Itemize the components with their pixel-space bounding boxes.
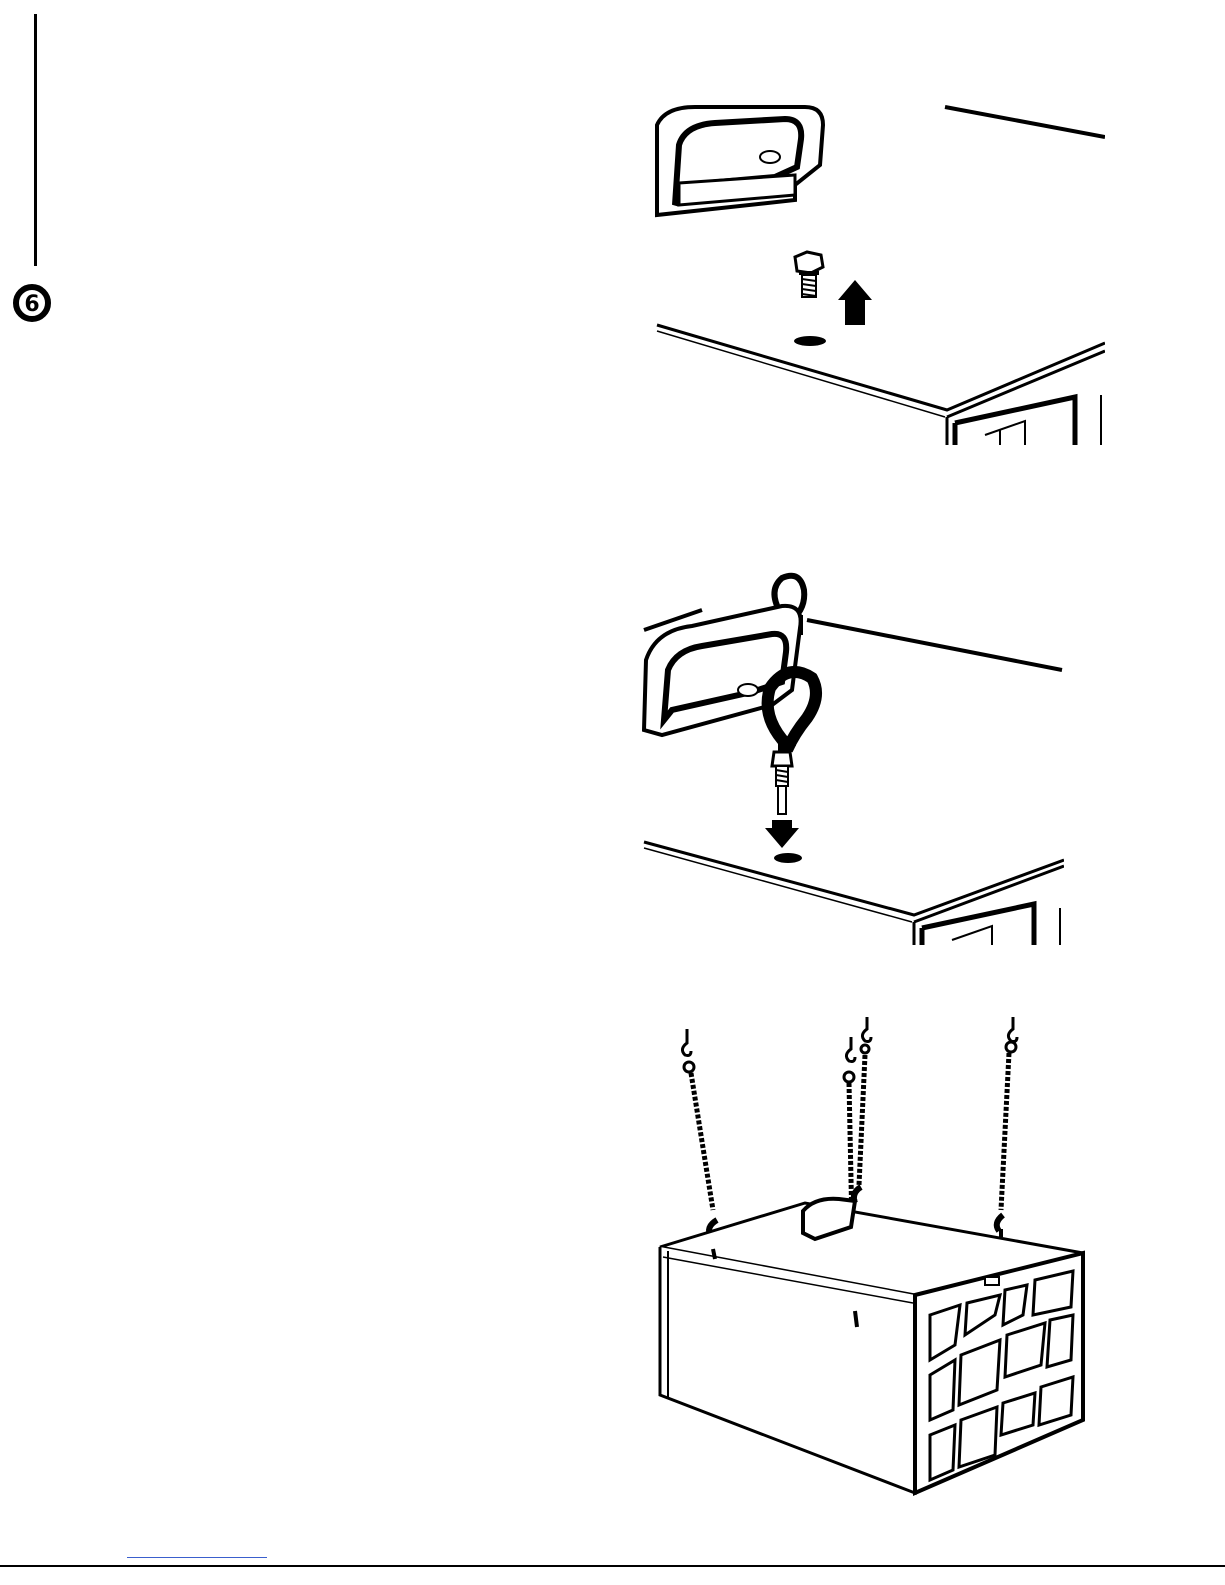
ceiling-hook-icon (682, 1017, 1017, 1062)
section-badge: 6 (10, 278, 56, 324)
figure-install-eyebolt (642, 570, 1064, 945)
filter-grille-icon (955, 397, 1075, 445)
section-number: 6 (24, 292, 39, 317)
figure-remove-bolt (655, 105, 1105, 445)
filter-grille-icon (922, 904, 1034, 945)
up-arrow-icon (838, 280, 872, 325)
footer-rule (0, 1565, 1225, 1567)
air-cleaner-unit-icon (660, 1203, 1083, 1493)
left-margin-rule (34, 14, 37, 266)
carry-handle-icon (657, 107, 823, 215)
footer-accent-line (127, 1557, 267, 1558)
section-badge-icon: 6 (10, 278, 56, 324)
bolt-hole-icon (774, 853, 802, 863)
carry-handle-icon (644, 606, 801, 735)
unit-back-edge (945, 107, 1105, 137)
bolt-hole-icon (794, 336, 826, 346)
hex-bolt-icon (795, 252, 823, 297)
down-arrow-icon (765, 820, 799, 848)
figure-hanging-unit (655, 1015, 1095, 1500)
